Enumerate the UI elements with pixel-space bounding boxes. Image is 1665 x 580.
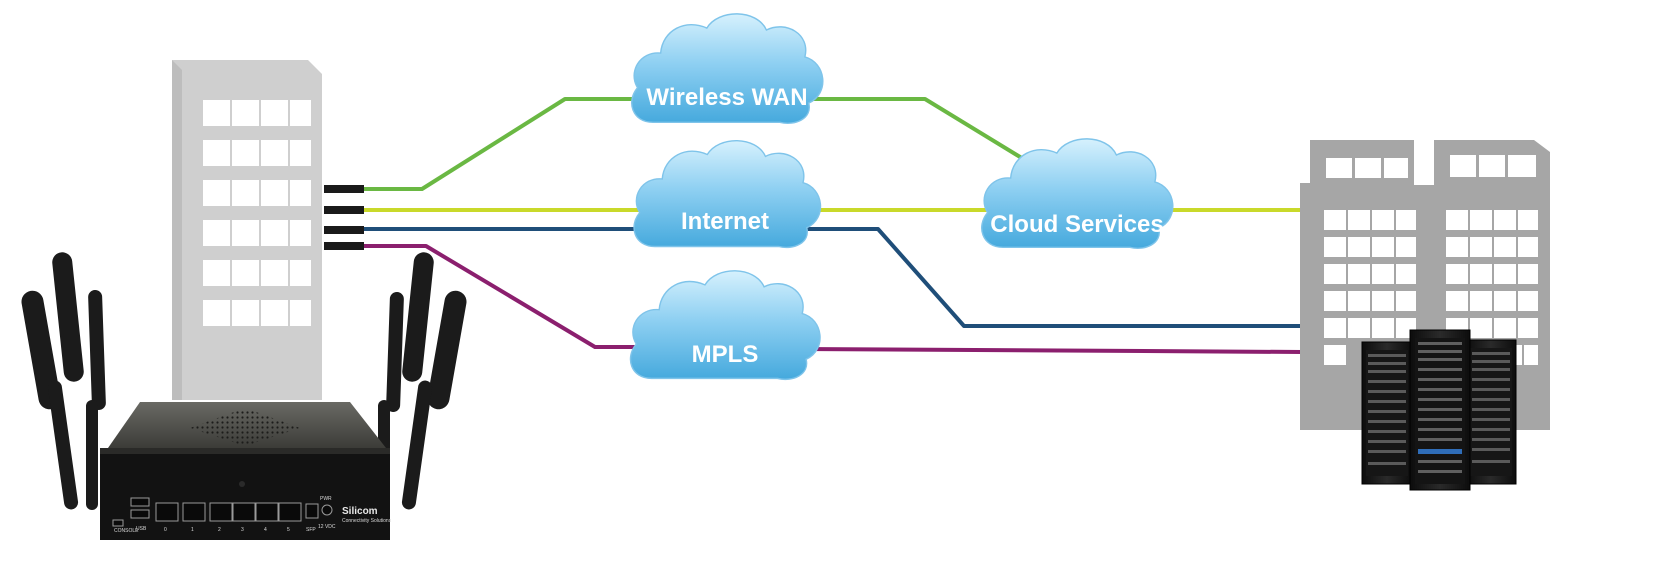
mpls-to-datacenter-link — [799, 347, 1303, 354]
wireless-wan-label: Wireless WAN — [646, 84, 807, 111]
led-indicator — [239, 481, 245, 487]
cloud-services-label: Cloud Services — [990, 211, 1163, 238]
network-links — [364, 97, 1303, 354]
cloud-services-cloud: Cloud Services — [980, 138, 1174, 250]
router-brand-sub: Connectivity Solutions — [342, 518, 392, 524]
router-ports — [112, 497, 319, 527]
power-jack — [321, 504, 333, 516]
port-4-label: 4 — [264, 527, 267, 533]
port-5-label: 5 — [287, 527, 290, 533]
server-racks — [1361, 329, 1517, 491]
server-rack-center — [1409, 329, 1471, 491]
antenna-group-right — [378, 252, 467, 510]
sfp-label: SFP — [306, 527, 316, 533]
router-brand: Silicom — [342, 506, 378, 517]
wireless-wan-cloud: Wireless WAN — [630, 13, 824, 125]
server-rack-right — [1465, 339, 1517, 485]
server-rack-left — [1361, 341, 1413, 485]
port-3-label: 3 — [241, 527, 244, 533]
usb-label: USB — [136, 526, 147, 532]
cable-connectors — [324, 185, 364, 250]
port-1-label: 1 — [191, 527, 194, 533]
internet-label: Internet — [681, 208, 769, 235]
pwr-label: PWR — [320, 496, 332, 502]
mpls-label: MPLS — [692, 341, 759, 368]
wireless-wan-link — [364, 97, 690, 191]
wireless-wan-to-cloud-services-link — [800, 97, 1027, 162]
voltage-label: 12 VDC — [318, 524, 336, 530]
port-2-label: 2 — [218, 527, 221, 533]
mpls-cloud: MPLS — [629, 270, 821, 381]
rack-status-light — [1418, 449, 1462, 454]
console-label: CONSOLE — [114, 528, 139, 534]
internet-cloud: Internet — [633, 139, 822, 249]
port-0-label: 0 — [164, 527, 167, 533]
office-building — [172, 60, 364, 400]
router-front-panel — [100, 448, 390, 540]
internet-to-datacenter-link — [800, 227, 1302, 328]
router-vent-grille — [190, 408, 300, 446]
antenna-group-left — [21, 252, 106, 510]
router: CONSOLE USB 0 1 2 3 4 5 SFP PWR 12 VDC S… — [21, 252, 467, 540]
